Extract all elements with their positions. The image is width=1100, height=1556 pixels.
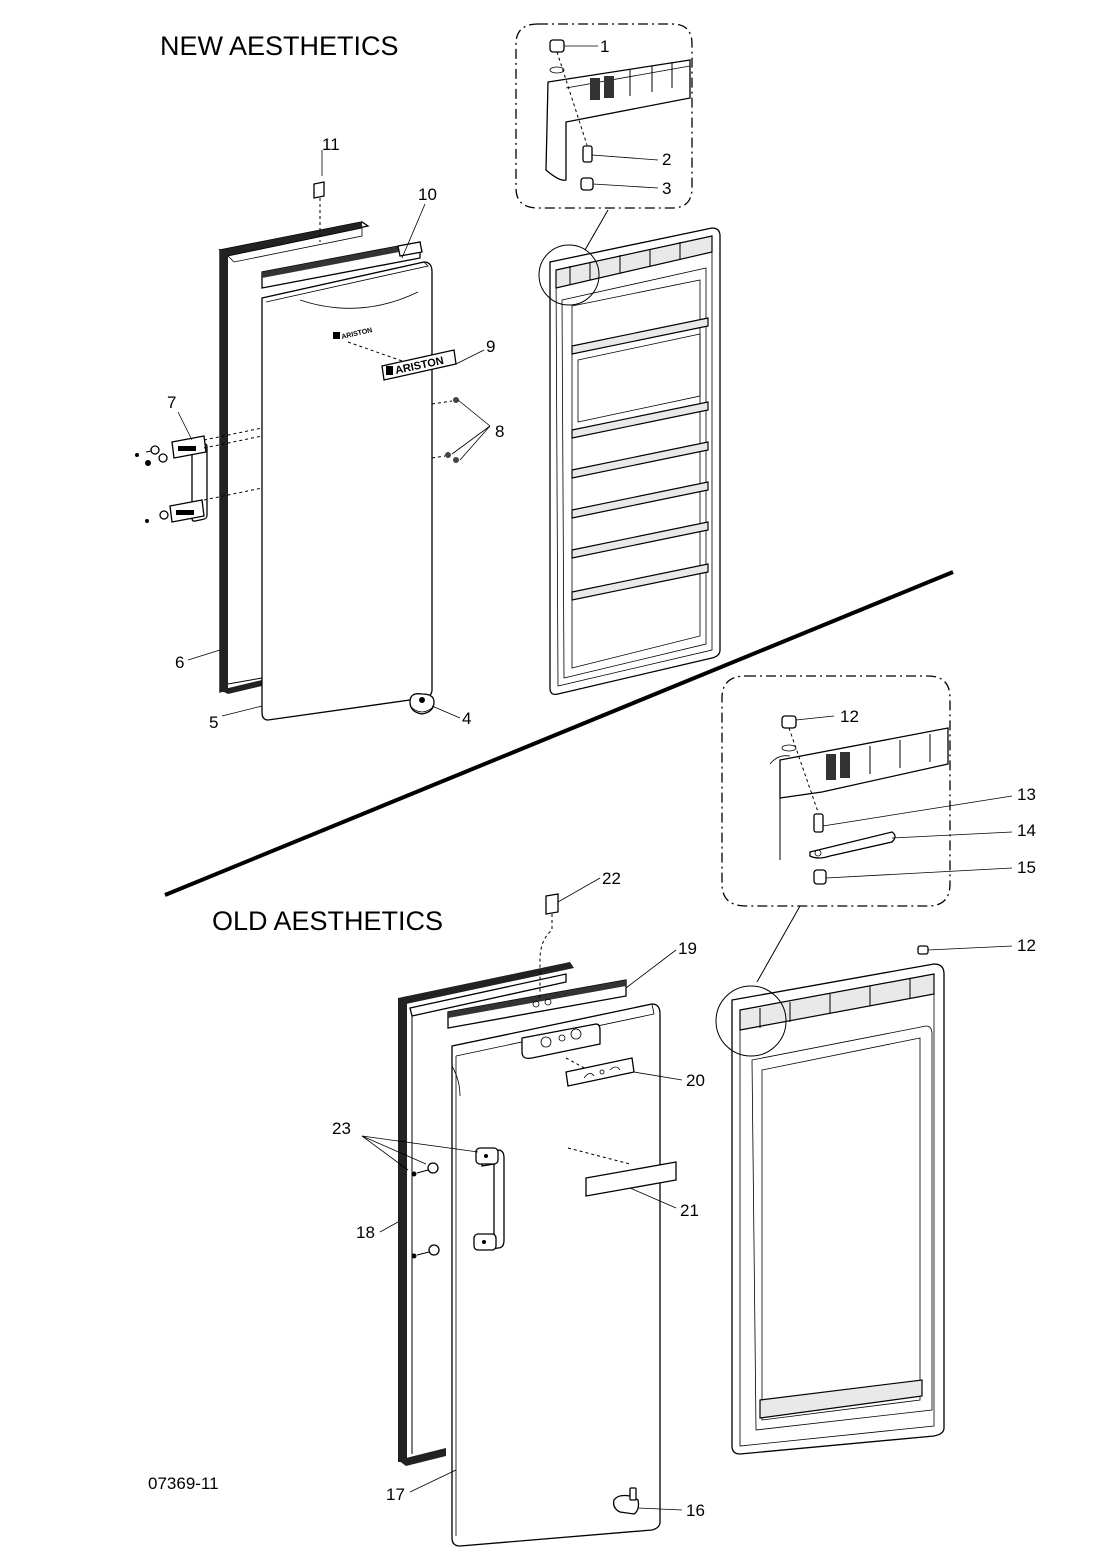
new-door-assembly: ARISTON ARISTON [135, 181, 459, 721]
callout-18: 18 [356, 1223, 375, 1242]
callout-5: 5 [209, 713, 218, 732]
callout-20: 20 [686, 1071, 705, 1090]
top-trim-strip-new [261, 241, 423, 289]
inner-door-new-top-ribs [569, 242, 681, 284]
callout-7: 7 [167, 393, 176, 412]
callout-21: 21 [680, 1201, 699, 1220]
inner-door-old-top-ribs [759, 979, 911, 1028]
door-handle-new [169, 427, 263, 523]
door-panel-old [451, 1003, 661, 1547]
handle-screws-old [411, 1162, 440, 1259]
top-trim-strip-old [447, 979, 627, 1029]
callout-10: 10 [418, 185, 437, 204]
detail-top-ribs [590, 62, 673, 100]
handle-screws-new [135, 445, 169, 523]
hinge-cover-cap-2 [781, 715, 797, 729]
section-divider-line [164, 570, 954, 897]
callout-6: 6 [175, 653, 184, 672]
old-door-assembly [398, 893, 677, 1547]
callout-4: 4 [462, 709, 471, 728]
callout-9: 9 [486, 337, 495, 356]
decor-strip [585, 1161, 677, 1197]
detail-circle-new [538, 244, 600, 306]
hinge-bracket [809, 831, 896, 859]
inner-door-old [715, 945, 945, 1455]
door-gasket-new [218, 221, 370, 694]
detail-box-top-hinge [515, 23, 693, 209]
hinge-cap-old-top [539, 893, 559, 1000]
detail-circle-old [715, 985, 787, 1057]
callout-16: 16 [686, 1501, 705, 1520]
detail-bottom-ribs [826, 734, 931, 780]
hinge-bush-2 [813, 869, 827, 885]
hinge-bush [580, 177, 594, 191]
inner-door-new [538, 209, 721, 696]
callout-19: 19 [678, 939, 697, 958]
lower-hinge-new [409, 693, 435, 715]
drawing-code: 07369-11 [148, 1474, 219, 1493]
door-gasket-old [398, 962, 574, 1466]
callout-15: 15 [1017, 858, 1036, 877]
control-panel-recess [521, 1023, 601, 1060]
door-handle-old [473, 1147, 505, 1251]
callout-13: 13 [1017, 785, 1036, 804]
callout-23: 23 [332, 1119, 351, 1138]
lower-hinge-old [612, 1487, 640, 1515]
callout-numbers: 1 2 3 4 5 6 7 8 9 10 11 12 12 13 14 15 1… [167, 37, 1036, 1520]
leader-lines [177, 45, 1013, 1511]
callout-17: 17 [386, 1485, 405, 1504]
callout-8: 8 [495, 422, 504, 441]
callout-11: 11 [322, 135, 340, 154]
hinge-pin [582, 145, 593, 163]
inner-door-new-shelves [571, 317, 709, 601]
title-new-aesthetics: NEW AESTHETICS [160, 31, 399, 61]
callout-2: 2 [662, 150, 671, 169]
detail-box-reversible-hinge [721, 675, 951, 907]
hinge-cap-old [917, 945, 929, 955]
callout-22: 22 [602, 869, 621, 888]
callout-3: 3 [662, 179, 671, 198]
title-old-aesthetics: OLD AESTHETICS [212, 906, 443, 936]
callout-12-door: 12 [1017, 936, 1036, 955]
door-panel-new [261, 261, 433, 721]
callout-14: 14 [1017, 821, 1036, 840]
callout-1: 1 [600, 37, 609, 56]
hinge-pin-2 [813, 813, 824, 833]
handle-plugs-new [431, 397, 459, 463]
callout-12-detail: 12 [840, 707, 859, 726]
hinge-cover-cap [549, 39, 565, 53]
hinge-cap-new [313, 181, 325, 242]
